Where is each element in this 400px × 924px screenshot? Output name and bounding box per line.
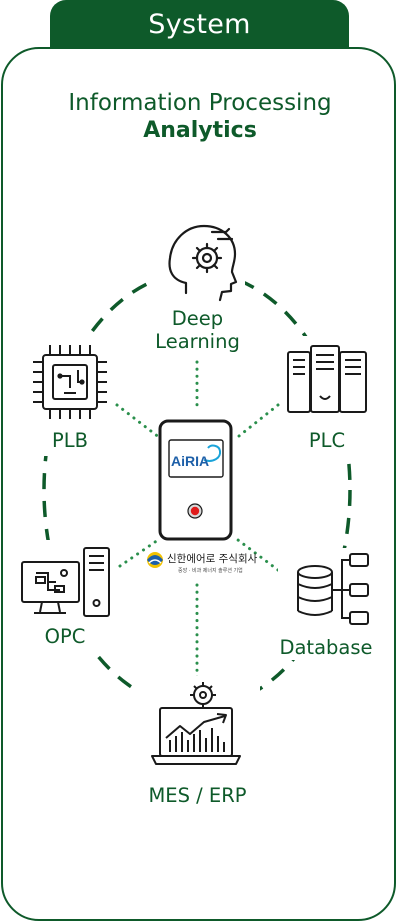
- cpu-chip-icon: [33, 345, 107, 419]
- laptop-chart-icon: [151, 682, 241, 765]
- airia-logo-text: AiRIA: [171, 453, 209, 469]
- plc-label: PLC: [308, 429, 346, 452]
- airia-device-icon: [158, 419, 233, 541]
- server-rack-icon: [287, 345, 367, 413]
- connector-opc: [118, 538, 160, 568]
- connector-database: [236, 538, 280, 572]
- company-tagline: 중앙 · 비과 제너지 솔루션 기업: [178, 567, 243, 574]
- title-line-2: Analytics: [143, 118, 257, 143]
- desktop-computer-icon: [21, 547, 110, 617]
- opc-label: OPC: [44, 625, 86, 648]
- deep-learning-label-1: Deep: [171, 307, 224, 330]
- brain-gear-icon: [168, 224, 238, 302]
- mes-erp-label: MES / ERP: [148, 784, 247, 807]
- connector-plb: [115, 403, 162, 440]
- connector-plc: [232, 403, 280, 442]
- company-name: 신한에어로 주식회사: [167, 553, 258, 565]
- database-label: Database: [279, 636, 373, 659]
- system-tab: System: [50, 0, 349, 47]
- database-network-icon: [297, 553, 369, 625]
- company-logo-icon: [147, 552, 163, 568]
- system-frame: [1, 47, 396, 921]
- deep-learning-label-2: Learning: [155, 330, 240, 353]
- plb-label: PLB: [51, 429, 88, 452]
- title-line-1: Information Processing: [68, 90, 332, 116]
